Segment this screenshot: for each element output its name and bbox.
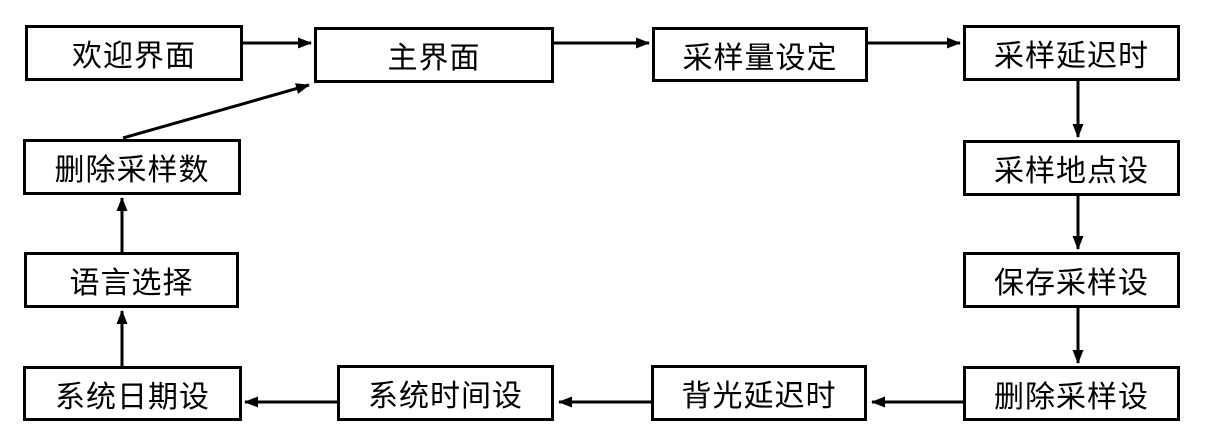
flow-node-main: 主界面 <box>314 27 554 83</box>
flow-node-system-time: 系统时间设 <box>337 365 554 421</box>
flow-node-welcome: 欢迎界面 <box>25 25 243 81</box>
flow-node-label: 背光延迟时 <box>681 380 837 413</box>
flow-node-label: 采样量设定 <box>682 41 838 75</box>
flow-node-label: 删除采样数 <box>54 154 210 187</box>
flow-node-sample-quantity: 采样量设定 <box>652 27 868 82</box>
flow-node-delete-sample-settings: 删除采样设 <box>963 366 1180 421</box>
flow-node-label: 主界面 <box>387 42 481 75</box>
flow-node-save-sample-settings: 保存采样设 <box>963 252 1180 308</box>
flow-node-label: 保存采样设 <box>994 267 1149 300</box>
flow-node-label: 采样地点设 <box>994 155 1149 188</box>
flow-arrow-delete-sample-data-to-main <box>122 83 310 140</box>
flow-node-sample-delay: 采样延迟时 <box>963 25 1180 81</box>
flow-node-language-select: 语言选择 <box>24 252 239 308</box>
flow-node-system-date: 系统日期设 <box>23 366 242 421</box>
flow-node-label: 系统时间设 <box>368 380 523 413</box>
flow-node-delete-sample-data: 删除采样数 <box>23 139 241 195</box>
flow-node-label: 采样延迟时 <box>994 40 1149 73</box>
flow-node-label: 欢迎界面 <box>72 40 196 73</box>
flow-node-label: 语言选择 <box>69 267 194 300</box>
flow-node-backlight-delay: 背光延迟时 <box>651 365 867 421</box>
flow-node-label: 系统日期设 <box>55 380 210 414</box>
flow-node-sample-location: 采样地点设 <box>963 140 1180 196</box>
flow-node-label: 删除采样设 <box>994 380 1149 414</box>
